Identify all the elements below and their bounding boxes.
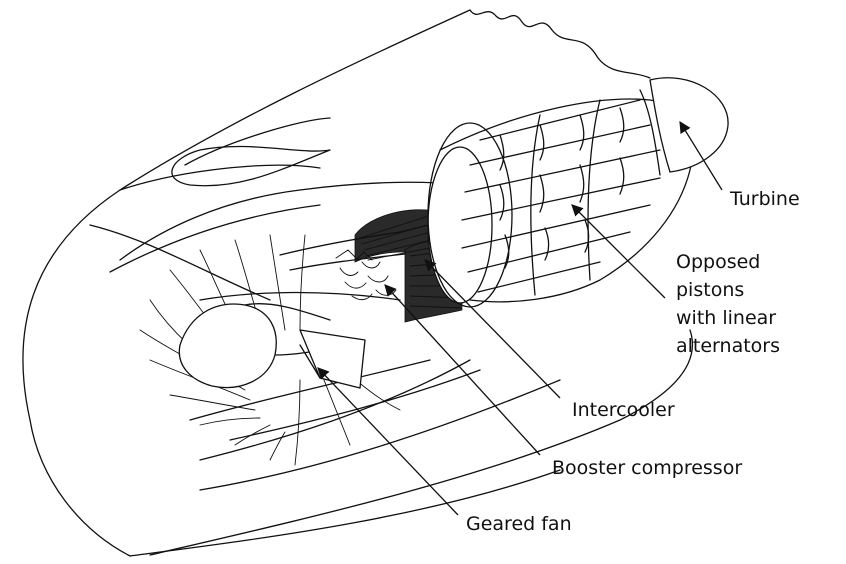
geared-fan-leader [317,367,459,516]
opposed-pistons-leader [571,204,666,299]
label-opposed-pistons-line-1: Opposed [676,251,761,273]
piston-bank [427,98,694,308]
label-opposed-pistons-line-3: with linear [676,307,777,329]
label-geared-fan: Geared fan [466,513,572,535]
fan-hub [178,303,366,389]
booster-compressor-leader [384,284,541,456]
label-opposed-pistons-line-2: pistons [676,279,745,301]
nacelle-outline [22,9,694,557]
inlet-lip [109,181,481,441]
label-intercooler: Intercooler [572,399,675,421]
label-opposed-pistons: Opposed pistons with linear alternators [676,248,780,360]
turbine-leader [679,121,723,191]
turbine-cone [639,77,729,176]
intercooler-leader [424,259,561,399]
label-turbine: Turbine [730,188,800,210]
booster-compressor-stages [354,209,463,323]
intercooler-fins [335,249,397,301]
label-booster-compressor: Booster compressor [552,457,743,479]
label-opposed-pistons-line-4: alternators [676,335,781,357]
